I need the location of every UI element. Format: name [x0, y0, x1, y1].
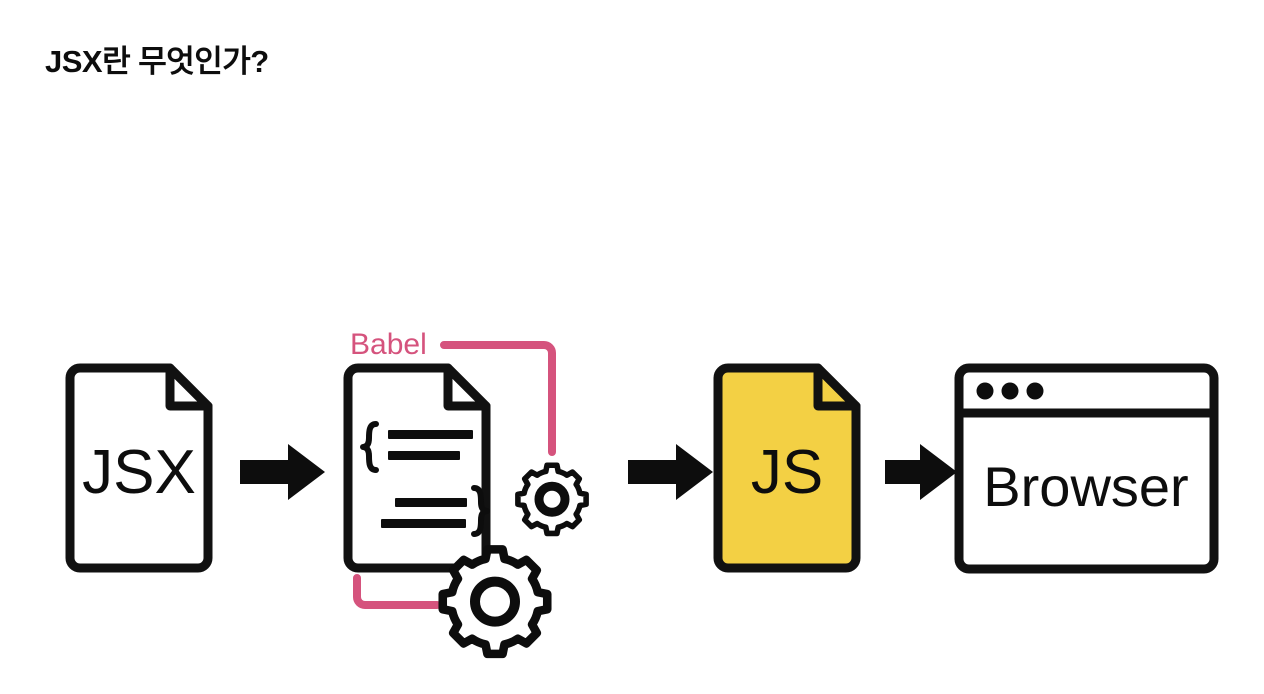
code-open-brace-icon: [360, 421, 379, 473]
browser-dot-2-icon: [1001, 382, 1019, 400]
js-file-label: JS: [751, 438, 823, 507]
jsx-file-label: JSX: [82, 438, 196, 507]
step-jsx-file: JSX: [65, 363, 213, 573]
browser-window-frame: [954, 363, 1219, 574]
babel-document-fold: [443, 363, 491, 411]
code-line-3: [395, 498, 467, 507]
right-arrow-icon: [240, 444, 325, 500]
code-line-2: [388, 451, 460, 460]
arrow-3: [885, 444, 957, 500]
jsx-document-body: [65, 363, 213, 573]
babel-bracket-top: [440, 341, 556, 456]
gear-large-icon: [438, 545, 552, 659]
step-js-file: JS: [713, 363, 861, 573]
arrow-2: [628, 444, 713, 500]
page-title: JSX란 무엇인가?: [45, 43, 269, 79]
babel-bracket-bottom: [353, 574, 441, 609]
browser-label: Browser: [983, 455, 1188, 518]
code-line-1: [388, 430, 473, 439]
jsx-compilation-diagram: JSX Babel: [0, 300, 1264, 694]
right-arrow-icon: [628, 444, 713, 500]
step-browser-window: Browser: [954, 363, 1219, 574]
js-document-body: [713, 363, 861, 573]
code-close-brace-icon: [471, 485, 490, 537]
babel-annotation-label: Babel: [350, 328, 427, 361]
gear-small-icon: [515, 462, 589, 537]
js-document-fold: [813, 363, 861, 411]
diagram-svg: JSX Babel: [65, 328, 1219, 659]
browser-dot-3-icon: [1026, 382, 1044, 400]
jsx-document-fold: [165, 363, 213, 411]
code-line-4: [381, 519, 466, 528]
step-babel-compiler: Babel: [343, 328, 589, 659]
browser-dot-1-icon: [976, 382, 994, 400]
right-arrow-icon: [885, 444, 957, 500]
arrow-1: [240, 444, 325, 500]
